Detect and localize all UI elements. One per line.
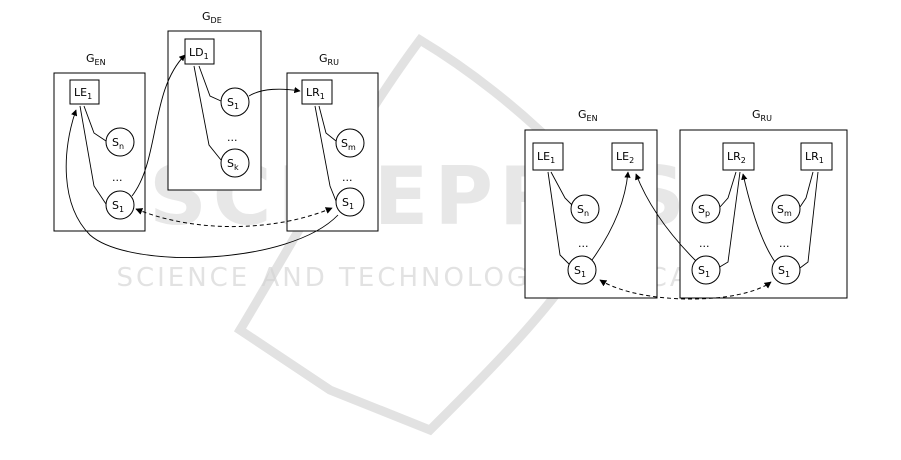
right-diagram: GEN GRU LE1 LE2 Sn ... S1 LR2 LR1 Sp Sm …	[525, 108, 847, 299]
dots-ru: ...	[342, 171, 353, 184]
dots-en: ...	[112, 171, 123, 184]
graph-ru-label-right: GRU	[752, 108, 772, 123]
dots-r-ru-a: ...	[699, 237, 710, 250]
graph-en-label: GEN	[86, 52, 106, 67]
dots-r-en: ...	[578, 237, 589, 250]
graph-de-label: GDE	[202, 10, 222, 25]
dots-r-ru-b: ...	[779, 237, 790, 250]
graph-en-label-right: GEN	[578, 108, 598, 123]
dots-de: ...	[227, 131, 238, 144]
graph-ru-label: GRU	[319, 52, 339, 67]
